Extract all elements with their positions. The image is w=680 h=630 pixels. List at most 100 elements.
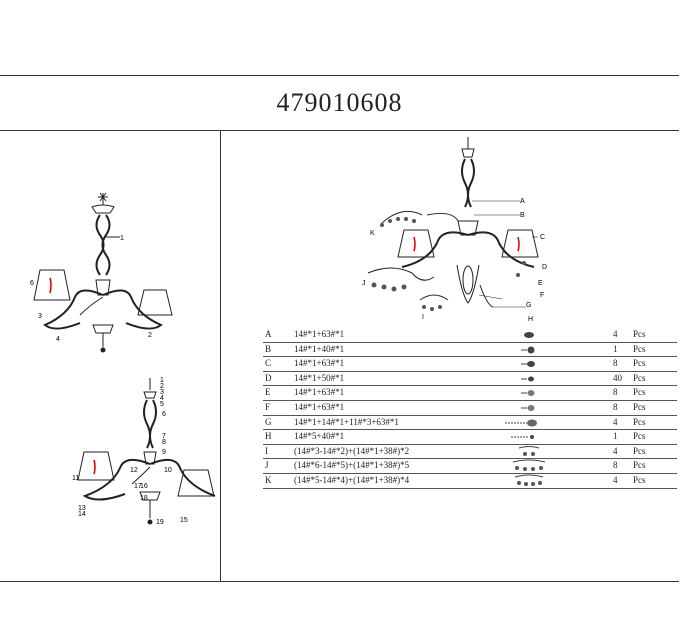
part-code: 14#*1+50#*1 <box>294 372 345 383</box>
part-letter: I <box>265 445 268 456</box>
part-icon <box>521 346 535 354</box>
label-F: F <box>540 292 544 299</box>
label-J: J <box>362 280 366 287</box>
part-qty: 4 <box>613 416 618 427</box>
part-icon <box>521 376 534 382</box>
part-code: 14#*1+40#*1 <box>294 343 345 354</box>
part-letter: J <box>265 460 269 471</box>
label-H: H <box>528 316 533 323</box>
part-letter: H <box>265 431 272 442</box>
part-qty: 8 <box>613 401 618 412</box>
label-2: 2 <box>148 332 152 339</box>
part-icon <box>505 419 537 427</box>
table-row: I (14#*3-14#*2)+(14#*1+38#)*2 4 Pcs <box>263 445 677 460</box>
part-code: 14#*1+14#*1+11#*3+63#*1 <box>294 416 399 427</box>
part-code: (14#*5-14#*4)+(14#*1+38#)*4 <box>294 474 410 485</box>
label-E: E <box>538 280 543 287</box>
document-title: 479010608 <box>276 88 403 117</box>
table-row: D 14#*1+50#*1 40 Pcs <box>263 372 677 387</box>
part-unit: Pcs <box>633 445 646 456</box>
part-unit: Pcs <box>633 401 646 412</box>
label-D: D <box>542 264 547 271</box>
title-row: 479010608 <box>0 76 679 131</box>
label-A: A <box>520 198 525 205</box>
label-b4: 4 <box>160 395 164 402</box>
part-letter: D <box>265 372 272 383</box>
part-letter: A <box>265 329 272 339</box>
label-b19: 19 <box>156 519 164 526</box>
part-qty: 8 <box>613 358 618 369</box>
part-unit: Pcs <box>633 372 646 383</box>
label-b14: 14 <box>78 511 86 518</box>
part-letter: B <box>265 343 272 354</box>
label-b10: 10 <box>164 467 172 474</box>
part-unit: Pcs <box>633 416 646 427</box>
table-row: G 14#*1+14#*1+11#*3+63#*1 4 Pcs <box>263 416 677 431</box>
part-qty: 8 <box>613 387 618 398</box>
part-code: 14#*1+63#*1 <box>294 329 345 339</box>
part-letter: F <box>265 401 271 412</box>
part-letter: K <box>265 474 272 485</box>
part-qty: 4 <box>613 474 618 485</box>
label-b8: 8 <box>162 439 166 446</box>
part-icon <box>524 332 534 338</box>
label-b12: 12 <box>130 467 138 474</box>
part-code: 14#*1+63#*1 <box>294 387 345 398</box>
label-b7: 7 <box>162 433 166 440</box>
part-icon <box>512 459 546 472</box>
part-icon <box>521 404 535 411</box>
label-K: K <box>370 230 375 237</box>
label-b18: 18 <box>140 495 148 502</box>
label-6: 6 <box>30 280 34 287</box>
part-letter: E <box>265 387 271 398</box>
document-frame: 479010608 <box>0 75 679 582</box>
part-qty: 40 <box>613 372 622 383</box>
chandelier-drawing-bottom-left: 1 2 3 4 5 6 7 8 9 10 11 12 13 14 15 16 1… <box>72 377 216 526</box>
chandelier-drawing-right: A B C D E F G H I J K <box>362 137 547 323</box>
label-b16: 16 <box>140 483 148 490</box>
table-row: B 14#*1+40#*1 1 Pcs <box>263 343 677 358</box>
label-3: 3 <box>38 313 42 320</box>
label-b9: 9 <box>162 449 166 456</box>
part-unit: Pcs <box>633 460 646 471</box>
label-b2: 2 <box>160 383 164 390</box>
label-b6: 6 <box>162 411 166 418</box>
table-row: E 14#*1+63#*1 8 Pcs <box>263 386 677 401</box>
part-qty: 1 <box>613 431 618 442</box>
label-b5: 5 <box>160 401 164 408</box>
part-qty: 4 <box>613 329 618 339</box>
label-1: 1 <box>120 235 124 242</box>
label-b17: 17 <box>134 483 142 490</box>
part-code: 14#*1+63#*1 <box>294 401 345 412</box>
part-qty: 4 <box>613 445 618 456</box>
part-unit: Pcs <box>633 387 646 398</box>
chandelier-drawing-top-left: 1 6 3 4 2 <box>30 192 173 353</box>
part-code: (14#*6-14#*5)+(14#*1+38#)*5 <box>294 460 410 471</box>
part-qty: 8 <box>613 460 618 471</box>
part-unit: Pcs <box>633 474 646 485</box>
part-letter: G <box>265 416 272 427</box>
label-G: G <box>526 302 531 309</box>
label-C: C <box>540 234 545 241</box>
table-row: J (14#*6-14#*5)+(14#*1+38#)*5 8 Pcs <box>263 459 677 474</box>
label-b3: 3 <box>160 389 164 396</box>
part-icon <box>521 390 535 397</box>
table-row: K (14#*5-14#*4)+(14#*1+38#)*4 4 Pcs <box>263 474 677 489</box>
part-code: (14#*3-14#*2)+(14#*1+38#)*2 <box>294 445 410 456</box>
part-qty: 1 <box>613 343 618 354</box>
label-b13: 13 <box>78 505 86 512</box>
part-icon <box>511 435 534 440</box>
label-I: I <box>422 314 424 321</box>
label-B: B <box>520 212 525 219</box>
part-icon <box>518 445 540 456</box>
part-code: 14#*1+63#*1 <box>294 358 345 369</box>
part-icon <box>521 361 535 368</box>
label-b11: 11 <box>72 475 79 482</box>
part-unit: Pcs <box>633 343 646 354</box>
label-4: 4 <box>56 336 60 343</box>
column-divider <box>220 131 221 581</box>
